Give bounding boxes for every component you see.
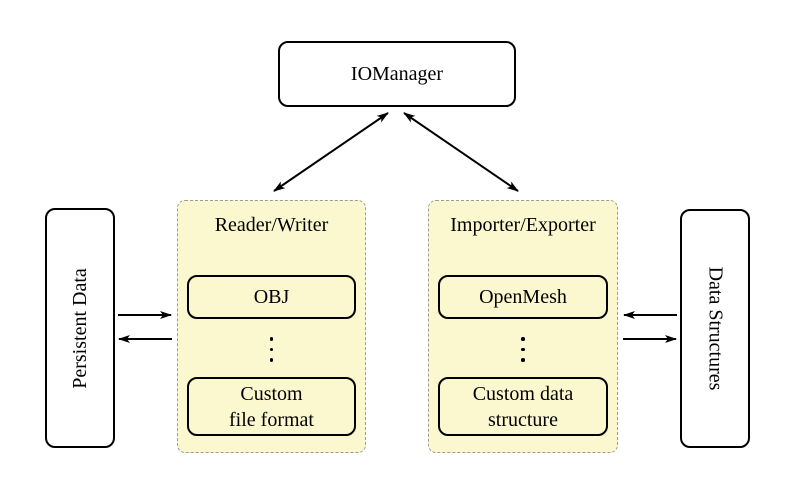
custom-file-format-line1: Custom [240,382,303,405]
persistent-data-node: Persistent Data [45,208,115,448]
openmesh-label: OpenMesh [479,286,567,308]
custom-file-format-box: Custom file format [187,377,356,436]
openmesh-box: OpenMesh [438,275,608,319]
importer-exporter-title: Importer/Exporter [450,214,596,236]
data-structures-label: Data Structures [704,266,727,391]
reader-writer-title: Reader/Writer [214,214,329,236]
custom-data-structure-line1: Custom data [472,382,574,405]
obj-label: OBJ [253,286,290,308]
arrow-iomanager-readerwriter [273,112,389,192]
io-manager-label: IOManager [350,62,444,85]
vertical-ellipsis-icon [429,337,617,362]
custom-file-format-line2: file format [229,408,314,431]
arrow-iomanager-importerexporter [403,112,519,192]
data-structures-node: Data Structures [680,209,750,448]
custom-data-structure-line2: structure [488,408,558,431]
importer-exporter-panel: Importer/Exporter OpenMesh Custom data s… [428,200,618,453]
persistent-data-label: Persistent Data [68,267,91,389]
reader-writer-panel: Reader/Writer OBJ Custom file format [177,200,366,453]
obj-box: OBJ [187,275,356,319]
io-manager-node: IOManager [278,41,516,107]
vertical-ellipsis-icon [178,337,365,362]
custom-data-structure-box: Custom data structure [438,377,608,436]
